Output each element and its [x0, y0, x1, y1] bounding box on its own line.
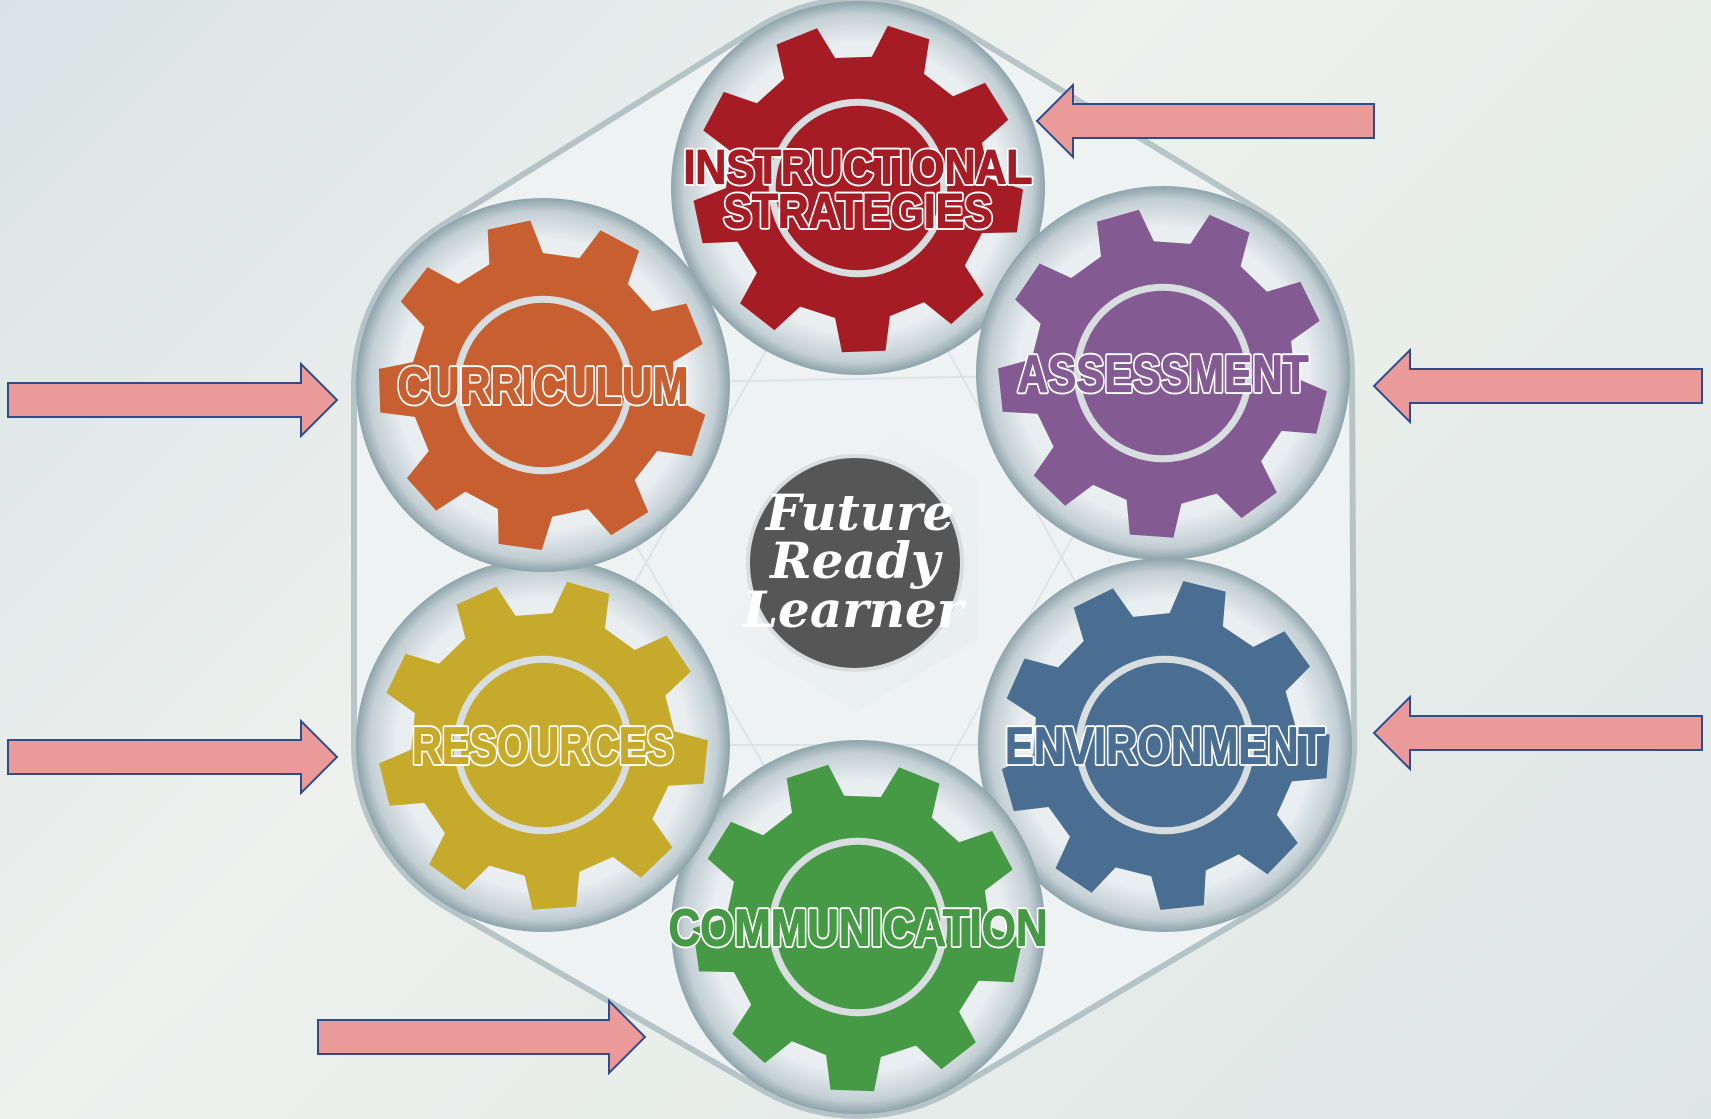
gear-resources-label-1-inner: RESOURCES	[412, 718, 674, 776]
gear-instructional-strategies-label-2-inner: STRATEGIES	[724, 185, 993, 238]
gear-environment-ring	[1075, 655, 1255, 835]
gear-instructional-strategies-label-2: STRATEGIES	[724, 185, 993, 238]
gear-instructional-strategies-label-1: INSTRUCTIONAL	[684, 141, 1033, 194]
gear-resources-label-1: RESOURCES	[412, 718, 674, 776]
gear-assessment-label-1: ASSESSMENT	[1018, 346, 1309, 404]
arrow-to-environment	[1372, 694, 1703, 772]
gear-resources-ring	[453, 655, 633, 835]
gear-communication-ring	[768, 837, 948, 1017]
arrows-layer	[7, 82, 1703, 1076]
gear-resources-body	[379, 581, 708, 910]
gear-curriculum-ring	[453, 295, 633, 475]
center-line-1: Future	[764, 483, 955, 542]
gear-curriculum-label-1-inner: CURRICULUM	[398, 358, 689, 416]
gear-communication-body	[693, 764, 1023, 1092]
gear-curriculum-body	[378, 220, 706, 550]
gear-instructional-strategies-label-1-inner: INSTRUCTIONAL	[684, 141, 1033, 194]
center-line-3: Learner	[741, 580, 967, 639]
gear-communication-label-1-inner: COMMUNICATION	[669, 900, 1048, 958]
arrow-to-curriculum	[7, 361, 339, 439]
arrow-to-communication	[317, 998, 647, 1076]
center-line-2: Ready	[768, 531, 943, 590]
gear-assessment-ring	[1073, 283, 1253, 463]
gear-environment-label-1-inner: ENVIRONMENT	[1005, 718, 1325, 776]
arrow-to-instructional-strategies	[1035, 82, 1375, 160]
gear-curriculum-label-1: CURRICULUM	[398, 358, 689, 416]
arrow-to-assessment	[1372, 347, 1703, 425]
gears-layer: INSTRUCTIONALINSTRUCTIONALSTRATEGIESSTRA…	[378, 25, 1330, 1092]
gear-communication-label-1: COMMUNICATION	[669, 900, 1048, 958]
arrow-to-resources	[7, 718, 339, 796]
gear-assessment-label-1-inner: ASSESSMENT	[1018, 346, 1309, 404]
gear-instructional-strategies: INSTRUCTIONALINSTRUCTIONALSTRATEGIESSTRA…	[681, 25, 1035, 353]
gear-instructional-strategies-body	[693, 25, 1023, 353]
future-ready-learner-badge: Future Ready Learner	[741, 454, 967, 672]
gear-environment-body	[1001, 581, 1330, 910]
gear-instructional-strategies-ring	[768, 98, 948, 278]
gear-assessment-body	[998, 209, 1327, 538]
gear-environment-label-1: ENVIRONMENT	[1005, 718, 1325, 776]
